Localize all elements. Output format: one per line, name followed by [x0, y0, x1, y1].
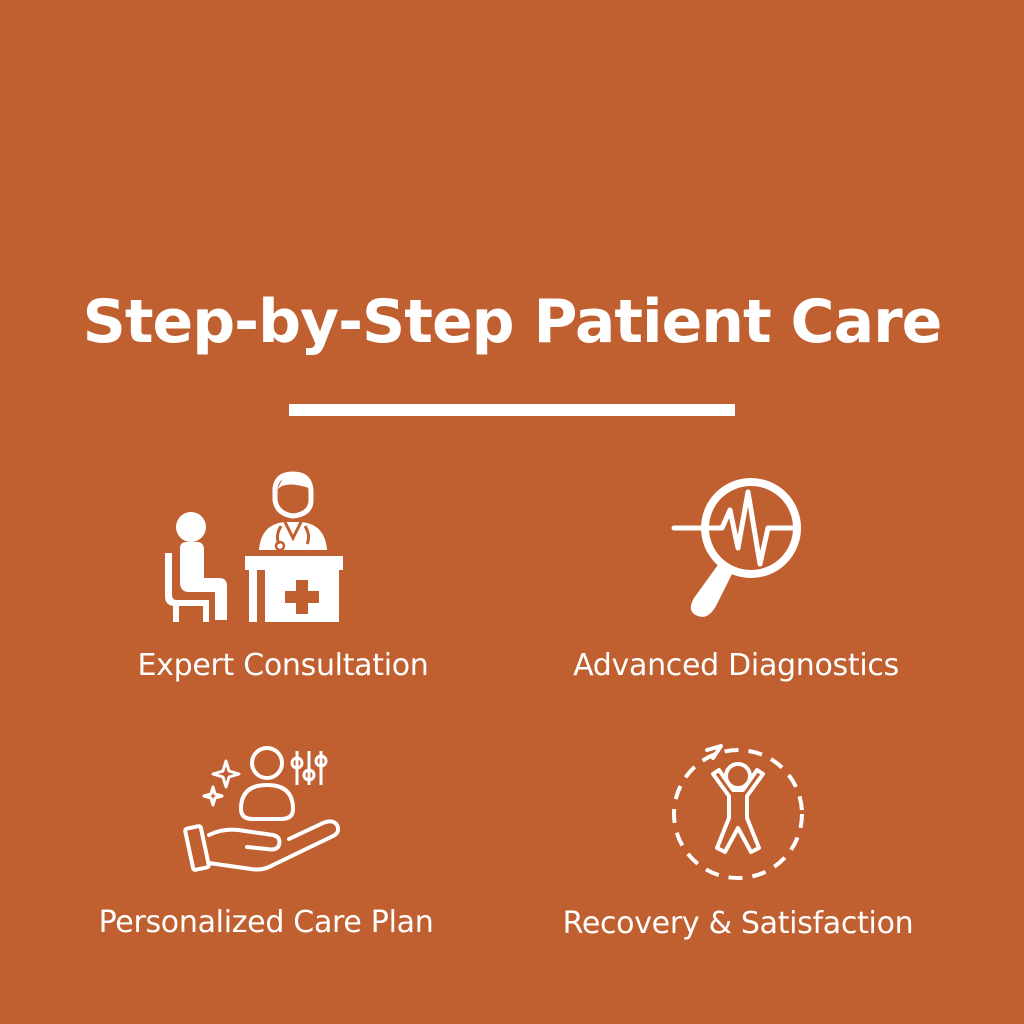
- step-recovery-satisfaction: Recovery & Satisfaction: [482, 738, 994, 941]
- magnifier-heartbeat-icon: [671, 478, 801, 617]
- step-label: Advanced Diagnostics: [573, 648, 899, 683]
- step-advanced-diagnostics: Advanced Diagnostics: [480, 470, 992, 683]
- step-label: Expert Consultation: [137, 648, 429, 683]
- hand-person-settings-icon: [183, 746, 341, 872]
- doctor-consultation-icon: [165, 471, 343, 622]
- step-personalized-care-plan: Personalized Care Plan: [10, 745, 522, 940]
- step-expert-consultation: Expert Consultation: [27, 470, 539, 683]
- page-title: Step-by-Step Patient Care: [82, 287, 943, 357]
- recovery-person-icon: [672, 744, 804, 880]
- step-label: Personalized Care Plan: [98, 905, 434, 940]
- step-label: Recovery & Satisfaction: [562, 906, 914, 941]
- title-divider: [289, 404, 735, 416]
